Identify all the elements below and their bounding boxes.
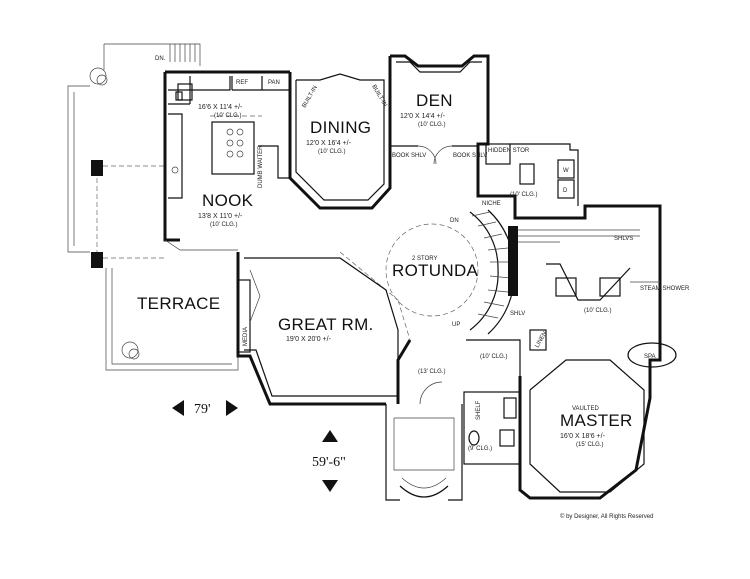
den-door-swing-left (417, 145, 437, 165)
den: DEN 12'0 X 14'4 +/- (10' CLG.) BOOK SHLV… (390, 61, 487, 165)
closet-shelves (518, 235, 640, 243)
master-label: MASTER (560, 411, 633, 430)
depth-label: 59'-6" (312, 455, 346, 470)
cooktop-icon (226, 128, 244, 158)
built-in-label-2: BUILT-IN (370, 84, 387, 108)
master-ceiling: (15' CLG.) (576, 442, 604, 448)
entry: (10' CLG.) (393, 339, 521, 498)
great-room-size: 19'0 X 20'0 +/- (286, 336, 332, 343)
kitchen: REF PAN 16'6 X 11'4 +/- (10' CLG.) DUMB … (168, 76, 290, 199)
rotunda-label: ROTUNDA (392, 261, 479, 280)
spa-tub (627, 342, 677, 368)
nook: NOOK 13'8 X 11'0 +/- (10' CLG.) (164, 191, 254, 251)
bath-ceiling: (10' CLG.) (584, 308, 612, 314)
master-bedroom: VAULTED MASTER 16'0 X 18'6 +/- (15' CLG.… (529, 359, 645, 493)
stair-up-label: UP (452, 322, 460, 328)
planter-icon-2 (121, 341, 139, 359)
width-label: 79' (194, 402, 211, 417)
den-ceiling: (10' CLG.) (418, 122, 446, 128)
spa-label: SPA (644, 354, 656, 360)
arrow-down-icon (322, 480, 338, 492)
great-room: MEDIA GREAT RM. 19'0 X 20'0 +/- (13' CLG… (237, 257, 446, 397)
dryer-icon (557, 179, 575, 199)
great-room-ceiling: (13' CLG.) (418, 369, 446, 375)
shlv-label: SHLV (510, 311, 525, 317)
terrace-label: TERRACE (137, 294, 220, 313)
book-shlv-label-2: BOOK SHLV (453, 153, 487, 159)
dining: DINING 12'0 X 16'4 +/- (10' CLG.) BUILT-… (295, 73, 388, 201)
stair-dn-label: DN (450, 218, 459, 224)
rotunda: 2 STORY ROTUNDA DN UP SHLV (339, 209, 525, 341)
service-area: HIDDEN STOR W D (10' CLG.) NICHE (482, 143, 579, 207)
dining-ceiling: (10' CLG.) (318, 149, 346, 155)
dining-label: DINING (310, 118, 371, 137)
book-shlv-label-1: BOOK SHLV (392, 153, 426, 159)
powder-room: SHELF (9' CLG.) (463, 391, 521, 465)
nook-size: 13'8 X 11'0 +/- (198, 213, 243, 220)
arrow-right-icon (226, 400, 238, 416)
width-dimension: 79' (172, 400, 238, 417)
den-label: DEN (416, 91, 453, 110)
kitchen-size: 16'6 X 11'4 +/- (198, 104, 243, 111)
toilet-icon (468, 430, 480, 446)
rotunda-line1: 2 STORY (412, 256, 437, 262)
washer-icon (557, 159, 575, 179)
deck-stairs (169, 44, 196, 62)
washer-label: W (563, 168, 569, 174)
dumb-waiter-label: DUMB WAITER (258, 145, 264, 188)
master-size: 16'0 X 18'6 +/- (560, 433, 606, 440)
powder-ceiling: (9' CLG.) (468, 446, 492, 452)
steam-shower-label: STEAM SHOWER (640, 286, 690, 292)
terrace-area: TERRACE (105, 252, 239, 371)
linen-closet (529, 329, 547, 351)
hidden-stor-label: HIDDEN STOR (488, 148, 530, 154)
media-label: MEDIA (243, 327, 249, 346)
depth-dimension: 59'-6" (312, 430, 346, 492)
arrow-up-icon (322, 430, 338, 442)
powder-sink (499, 429, 515, 447)
vanity-sink-2 (599, 277, 621, 297)
foyer-ceiling: (10' CLG.) (480, 354, 508, 360)
master-suite-service: SHLVS (10' CLG.) STEAM SHOWER SPA LINEN (518, 229, 690, 368)
dining-size: 12'0 X 16'4 +/- (306, 140, 352, 147)
den-door-swing-right (433, 145, 453, 165)
master-vaulted: VAULTED (572, 406, 599, 412)
shelf-label: SHELF (476, 400, 482, 420)
copyright-text: © by Designer, All Rights Reserved (560, 513, 653, 520)
built-in-label-1: BUILT-IN (302, 85, 319, 109)
vanity-sink-1 (555, 277, 577, 297)
laundry-ceiling: (10' CLG.) (510, 192, 538, 198)
den-size: 12'0 X 14'4 +/- (400, 113, 446, 120)
niche-label: NICHE (482, 201, 501, 207)
kitchen-island (211, 121, 255, 175)
nook-ceiling: (10' CLG.) (210, 222, 238, 228)
top-deck: DN. (89, 43, 201, 86)
spiral-stair (471, 211, 511, 319)
planter-icon (89, 67, 107, 85)
great-room-label: GREAT RM. (278, 315, 374, 334)
ref-label: REF (236, 80, 248, 86)
nook-label: NOOK (202, 191, 254, 210)
dryer-label: D (563, 188, 568, 194)
media-cabinet (237, 279, 251, 353)
left-deck (67, 85, 165, 268)
entry-door-swing (419, 381, 443, 405)
pan-label: PAN (268, 80, 280, 86)
dn-label-top: DN. (155, 56, 166, 62)
arrow-left-icon (172, 400, 184, 416)
kitchen-ceiling: (10' CLG.) (214, 113, 242, 119)
shlvs-label: SHLVS (614, 236, 633, 242)
